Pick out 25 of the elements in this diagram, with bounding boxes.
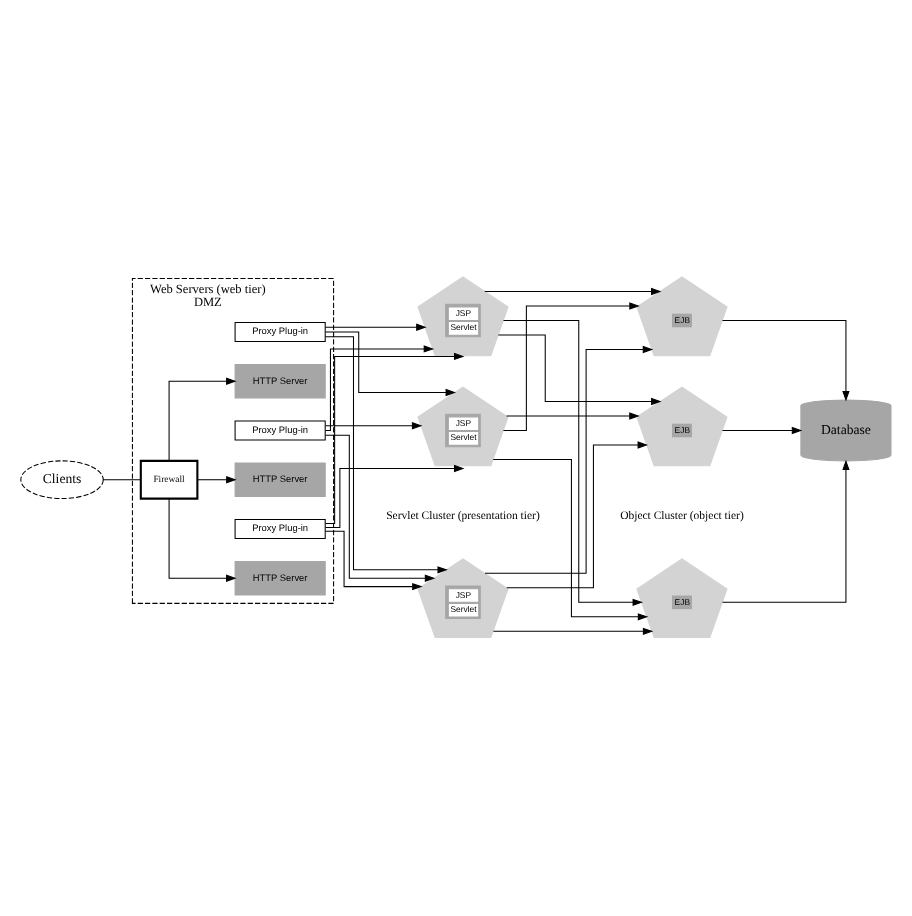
arrow [168, 377, 237, 462]
arrow [196, 476, 237, 484]
arrow [506, 441, 649, 589]
arrow [324, 331, 457, 397]
arrow [484, 345, 654, 574]
arrow [506, 412, 640, 420]
arrow [324, 530, 423, 591]
arrow [492, 458, 649, 621]
arrow [324, 336, 448, 574]
arrow [502, 302, 640, 432]
arrow [502, 319, 644, 606]
arrow [484, 287, 662, 296]
arrow [721, 426, 803, 435]
arrow [721, 459, 850, 603]
arrow [324, 434, 436, 582]
arrow [497, 334, 662, 406]
arrow [324, 345, 435, 432]
arrow [325, 352, 465, 524]
arrow [168, 498, 237, 582]
arrow [324, 464, 465, 528]
arrow [324, 323, 427, 331]
arrow [492, 627, 654, 635]
connector [102, 479, 142, 481]
arrow [721, 319, 850, 402]
arrow [324, 422, 423, 430]
